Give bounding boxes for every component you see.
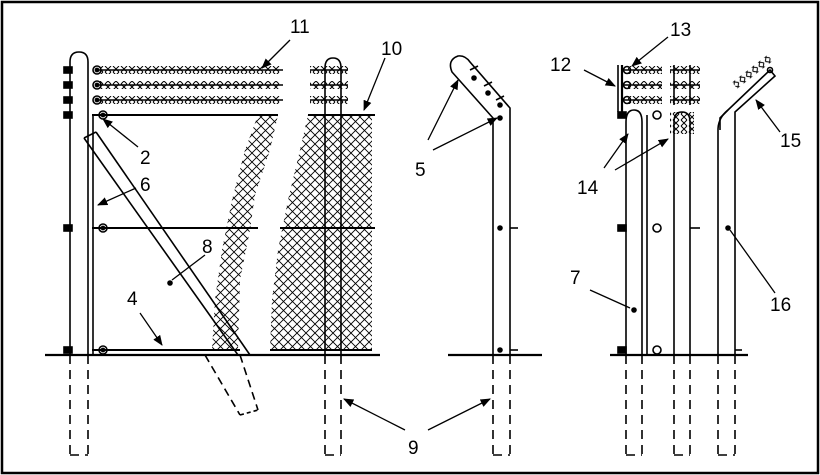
leader-10 [363, 57, 386, 111]
leader-6 [97, 187, 137, 206]
mesh-panel-right [270, 115, 372, 350]
callout-14: 14 [577, 178, 599, 199]
leader-15 [755, 99, 781, 133]
leader-5b [432, 117, 498, 151]
right-post-views [610, 54, 777, 456]
callout-7: 7 [570, 268, 581, 289]
stay-below-ground [204, 354, 241, 416]
wire-clip [92, 65, 102, 75]
callout-6: 6 [140, 175, 151, 196]
leader-9a [343, 398, 406, 431]
leader-lines [97, 36, 781, 431]
intermediate-post [324, 57, 342, 355]
leader-12 [583, 69, 616, 87]
left-fence-view [45, 51, 380, 456]
callout-8: 8 [202, 237, 213, 258]
callout-16: 16 [770, 295, 791, 316]
leader-9b [427, 398, 491, 431]
callout-13: 13 [670, 20, 691, 41]
leader-5a [427, 79, 459, 141]
callout-5: 5 [415, 160, 426, 181]
callout-11: 11 [290, 17, 310, 38]
callout-2: 2 [140, 148, 151, 169]
leader-14b [614, 138, 669, 171]
mesh-panel-left [212, 115, 278, 350]
callout-10: 10 [381, 39, 402, 60]
callout-15: 15 [780, 131, 801, 152]
callout-labels: 11 10 2 6 8 4 5 9 13 12 15 14 7 16 [127, 17, 801, 459]
post-with-cap [673, 111, 691, 355]
cranked-post [449, 55, 511, 355]
leader-11 [261, 39, 291, 69]
cranked-post-with-arm [717, 68, 777, 355]
callout-12: 12 [550, 55, 571, 76]
post-with-bracket [625, 109, 643, 355]
cranked-post-view [448, 55, 542, 456]
leader-4 [139, 312, 163, 346]
callout-4: 4 [127, 289, 138, 310]
stay-brace [83, 137, 239, 356]
leader-7 [589, 289, 631, 309]
leader-2 [102, 118, 139, 148]
end-post [69, 51, 89, 355]
leader-14a [603, 133, 629, 169]
leader-8 [171, 254, 206, 281]
callout-9: 9 [408, 438, 419, 459]
leader-16 [729, 229, 776, 294]
leader-13 [631, 36, 669, 67]
